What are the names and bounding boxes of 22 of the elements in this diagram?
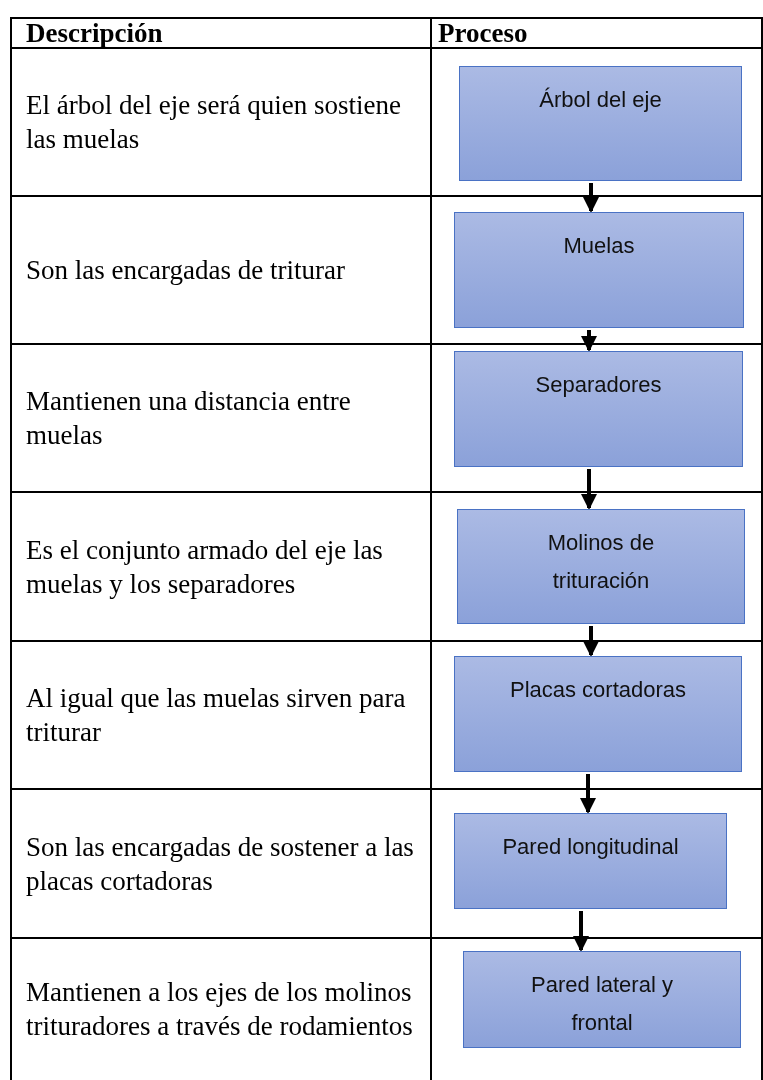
process-box: Árbol del eje bbox=[459, 66, 742, 181]
description-text: Al igual que las muelas sirven para triturar bbox=[26, 682, 407, 749]
description-text: Es el conjunto armado del eje las muelas y los separadores bbox=[26, 533, 384, 601]
arrow bbox=[581, 469, 597, 510]
description-text: Mantienen a los ejes de los molinos trituradores a través de rodamientos bbox=[26, 976, 414, 1043]
process-box: Muelas bbox=[454, 212, 744, 328]
process-box: Pared longitudinal bbox=[454, 813, 727, 909]
arrow bbox=[583, 183, 599, 213]
description-text: El árbol del eje será quien sostiene las muelas bbox=[26, 89, 402, 156]
column-header: Proceso bbox=[438, 17, 528, 50]
description-text: Son las encargadas de sostener a las placas cortadoras bbox=[26, 830, 415, 898]
process-box: Separadores bbox=[454, 351, 743, 467]
process-box: Molinos de trituración bbox=[457, 509, 745, 624]
process-box: Placas cortadoras bbox=[454, 656, 742, 772]
description-text: Mantienen una distancia entre muelas bbox=[26, 385, 352, 452]
arrow bbox=[581, 330, 597, 352]
column-header: Descripción bbox=[26, 17, 163, 50]
arrow bbox=[573, 911, 589, 952]
description-text: Son las encargadas de triturar bbox=[26, 254, 345, 287]
process-box: Pared lateral y frontal bbox=[463, 951, 741, 1048]
arrow bbox=[583, 626, 599, 657]
arrow bbox=[580, 774, 596, 814]
